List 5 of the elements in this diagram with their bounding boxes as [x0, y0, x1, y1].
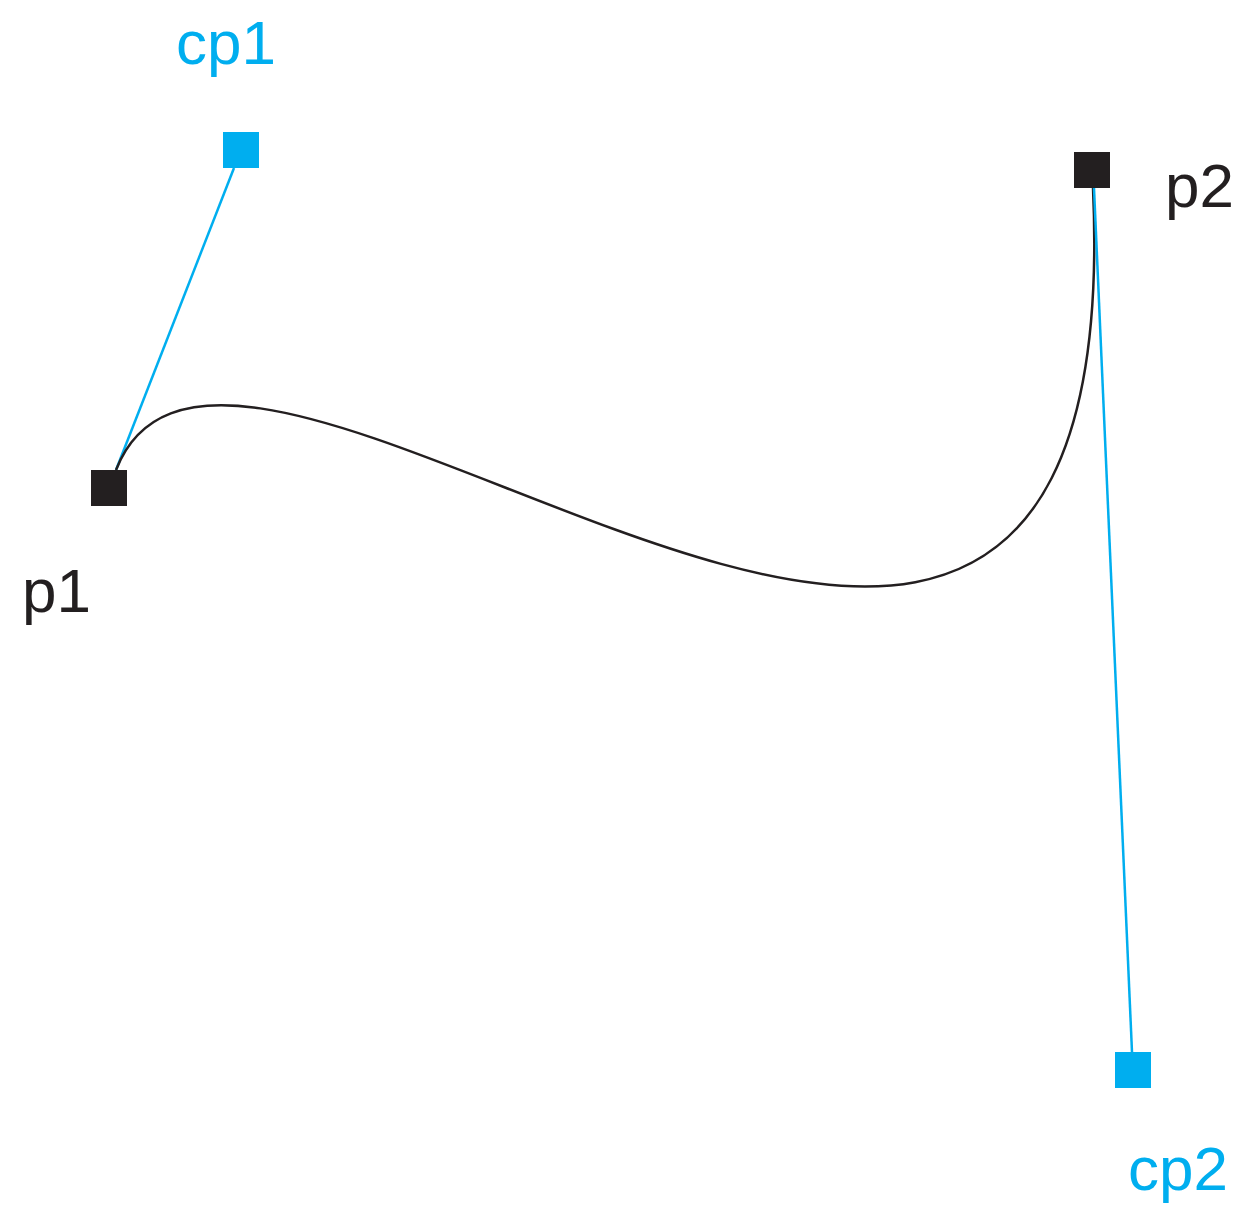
handle-line: [1092, 187, 1134, 1053]
point-square: [1074, 152, 1110, 188]
point-square: [1115, 1052, 1151, 1088]
point-square: [91, 470, 127, 506]
point-square: [223, 132, 259, 168]
